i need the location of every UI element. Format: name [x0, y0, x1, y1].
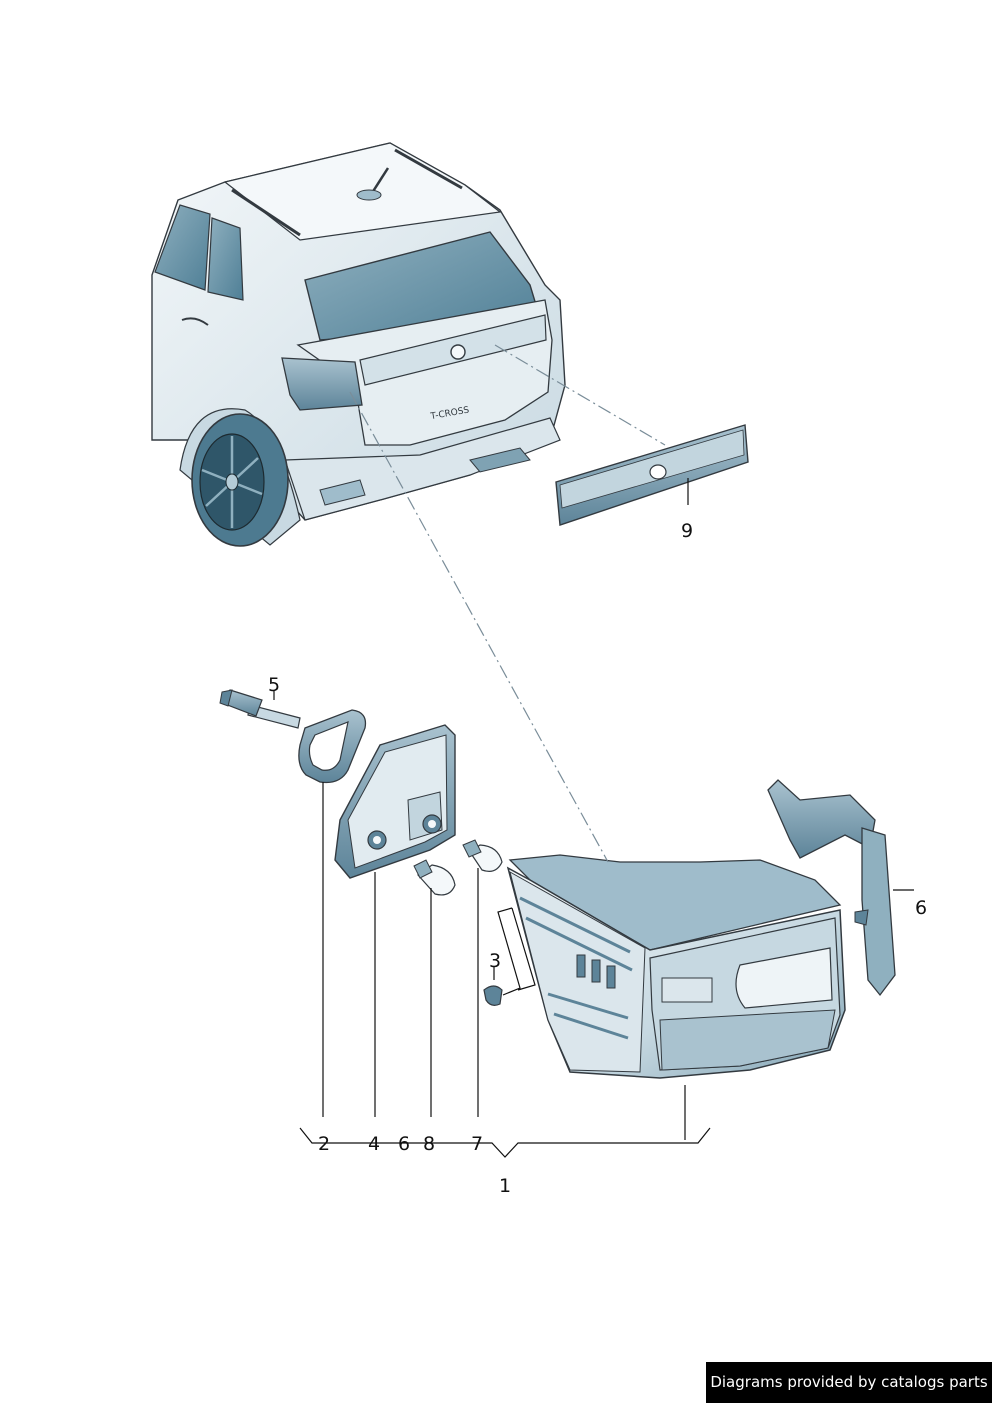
callout-3: 3	[489, 950, 501, 972]
callout-2: 2	[318, 1133, 330, 1155]
callout-7: 7	[471, 1133, 483, 1155]
door-handle	[181, 317, 209, 326]
group-bracket-1	[299, 1127, 711, 1158]
locator-line-trim	[494, 344, 666, 446]
part-1-tail-lamp	[506, 854, 846, 1079]
reflector	[319, 479, 366, 506]
part-4-bulb-holder	[334, 724, 456, 879]
lamp-stripe-2	[525, 916, 633, 972]
lamp-stripe-1	[519, 896, 631, 954]
lamp-vent-1	[576, 954, 586, 978]
trim-logo-hole	[649, 464, 667, 480]
bulb-8-base	[413, 859, 433, 879]
antenna	[370, 167, 390, 194]
lamp-stripe-3	[547, 992, 629, 1020]
callout-6-side: 6	[915, 897, 927, 919]
lamp-bottom-band	[659, 1009, 836, 1071]
bumper-cutout	[469, 447, 531, 473]
callout-4: 4	[368, 1133, 380, 1155]
lamp-inner-light	[735, 947, 833, 1009]
roof-rail-right	[394, 148, 463, 190]
lamp-vent-2	[591, 959, 601, 983]
bulb-socket-right-inner	[428, 820, 436, 828]
bracket-top	[767, 779, 876, 859]
callout-9: 9	[681, 520, 693, 542]
wheel-hub	[225, 473, 239, 491]
vw-logo	[450, 344, 466, 360]
locator-line-lamp	[349, 391, 609, 863]
lamp-stripe-4	[553, 1012, 629, 1040]
side-window-quarter	[207, 217, 244, 301]
credit-banner: Diagrams provided by catalogs parts	[706, 1362, 992, 1403]
vehicle-tail-lamp	[281, 357, 363, 411]
part-6-bracket	[767, 779, 896, 997]
part-8-bulb	[413, 859, 456, 896]
antenna-base	[356, 189, 382, 201]
part-3-clip	[483, 985, 503, 1006]
callout-8: 8	[423, 1133, 435, 1155]
lamp-vent-3	[606, 965, 616, 989]
part-2-gasket	[298, 709, 367, 784]
bracket-clip	[854, 909, 869, 926]
bulb-socket-left-inner	[373, 836, 381, 844]
bulb-7-base	[462, 839, 482, 858]
vehicle-rear-view: T-CROSS	[151, 142, 566, 547]
screw-head	[219, 689, 233, 707]
callout-6-bottom: 6	[398, 1133, 410, 1155]
side-window-rear	[154, 204, 211, 291]
roof-rail-left	[231, 188, 301, 237]
bracket-arm	[861, 827, 896, 997]
part-7-bulb	[462, 839, 503, 872]
part-5-screw	[219, 689, 301, 729]
callout-1: 1	[499, 1175, 511, 1197]
clip-body	[483, 985, 503, 1006]
callout-5: 5	[268, 674, 280, 696]
part-9-trim-strip	[555, 424, 749, 526]
gasket-inner	[308, 721, 349, 771]
lamp-reverse-window	[661, 977, 713, 1003]
leader-3-bracket	[497, 907, 536, 996]
